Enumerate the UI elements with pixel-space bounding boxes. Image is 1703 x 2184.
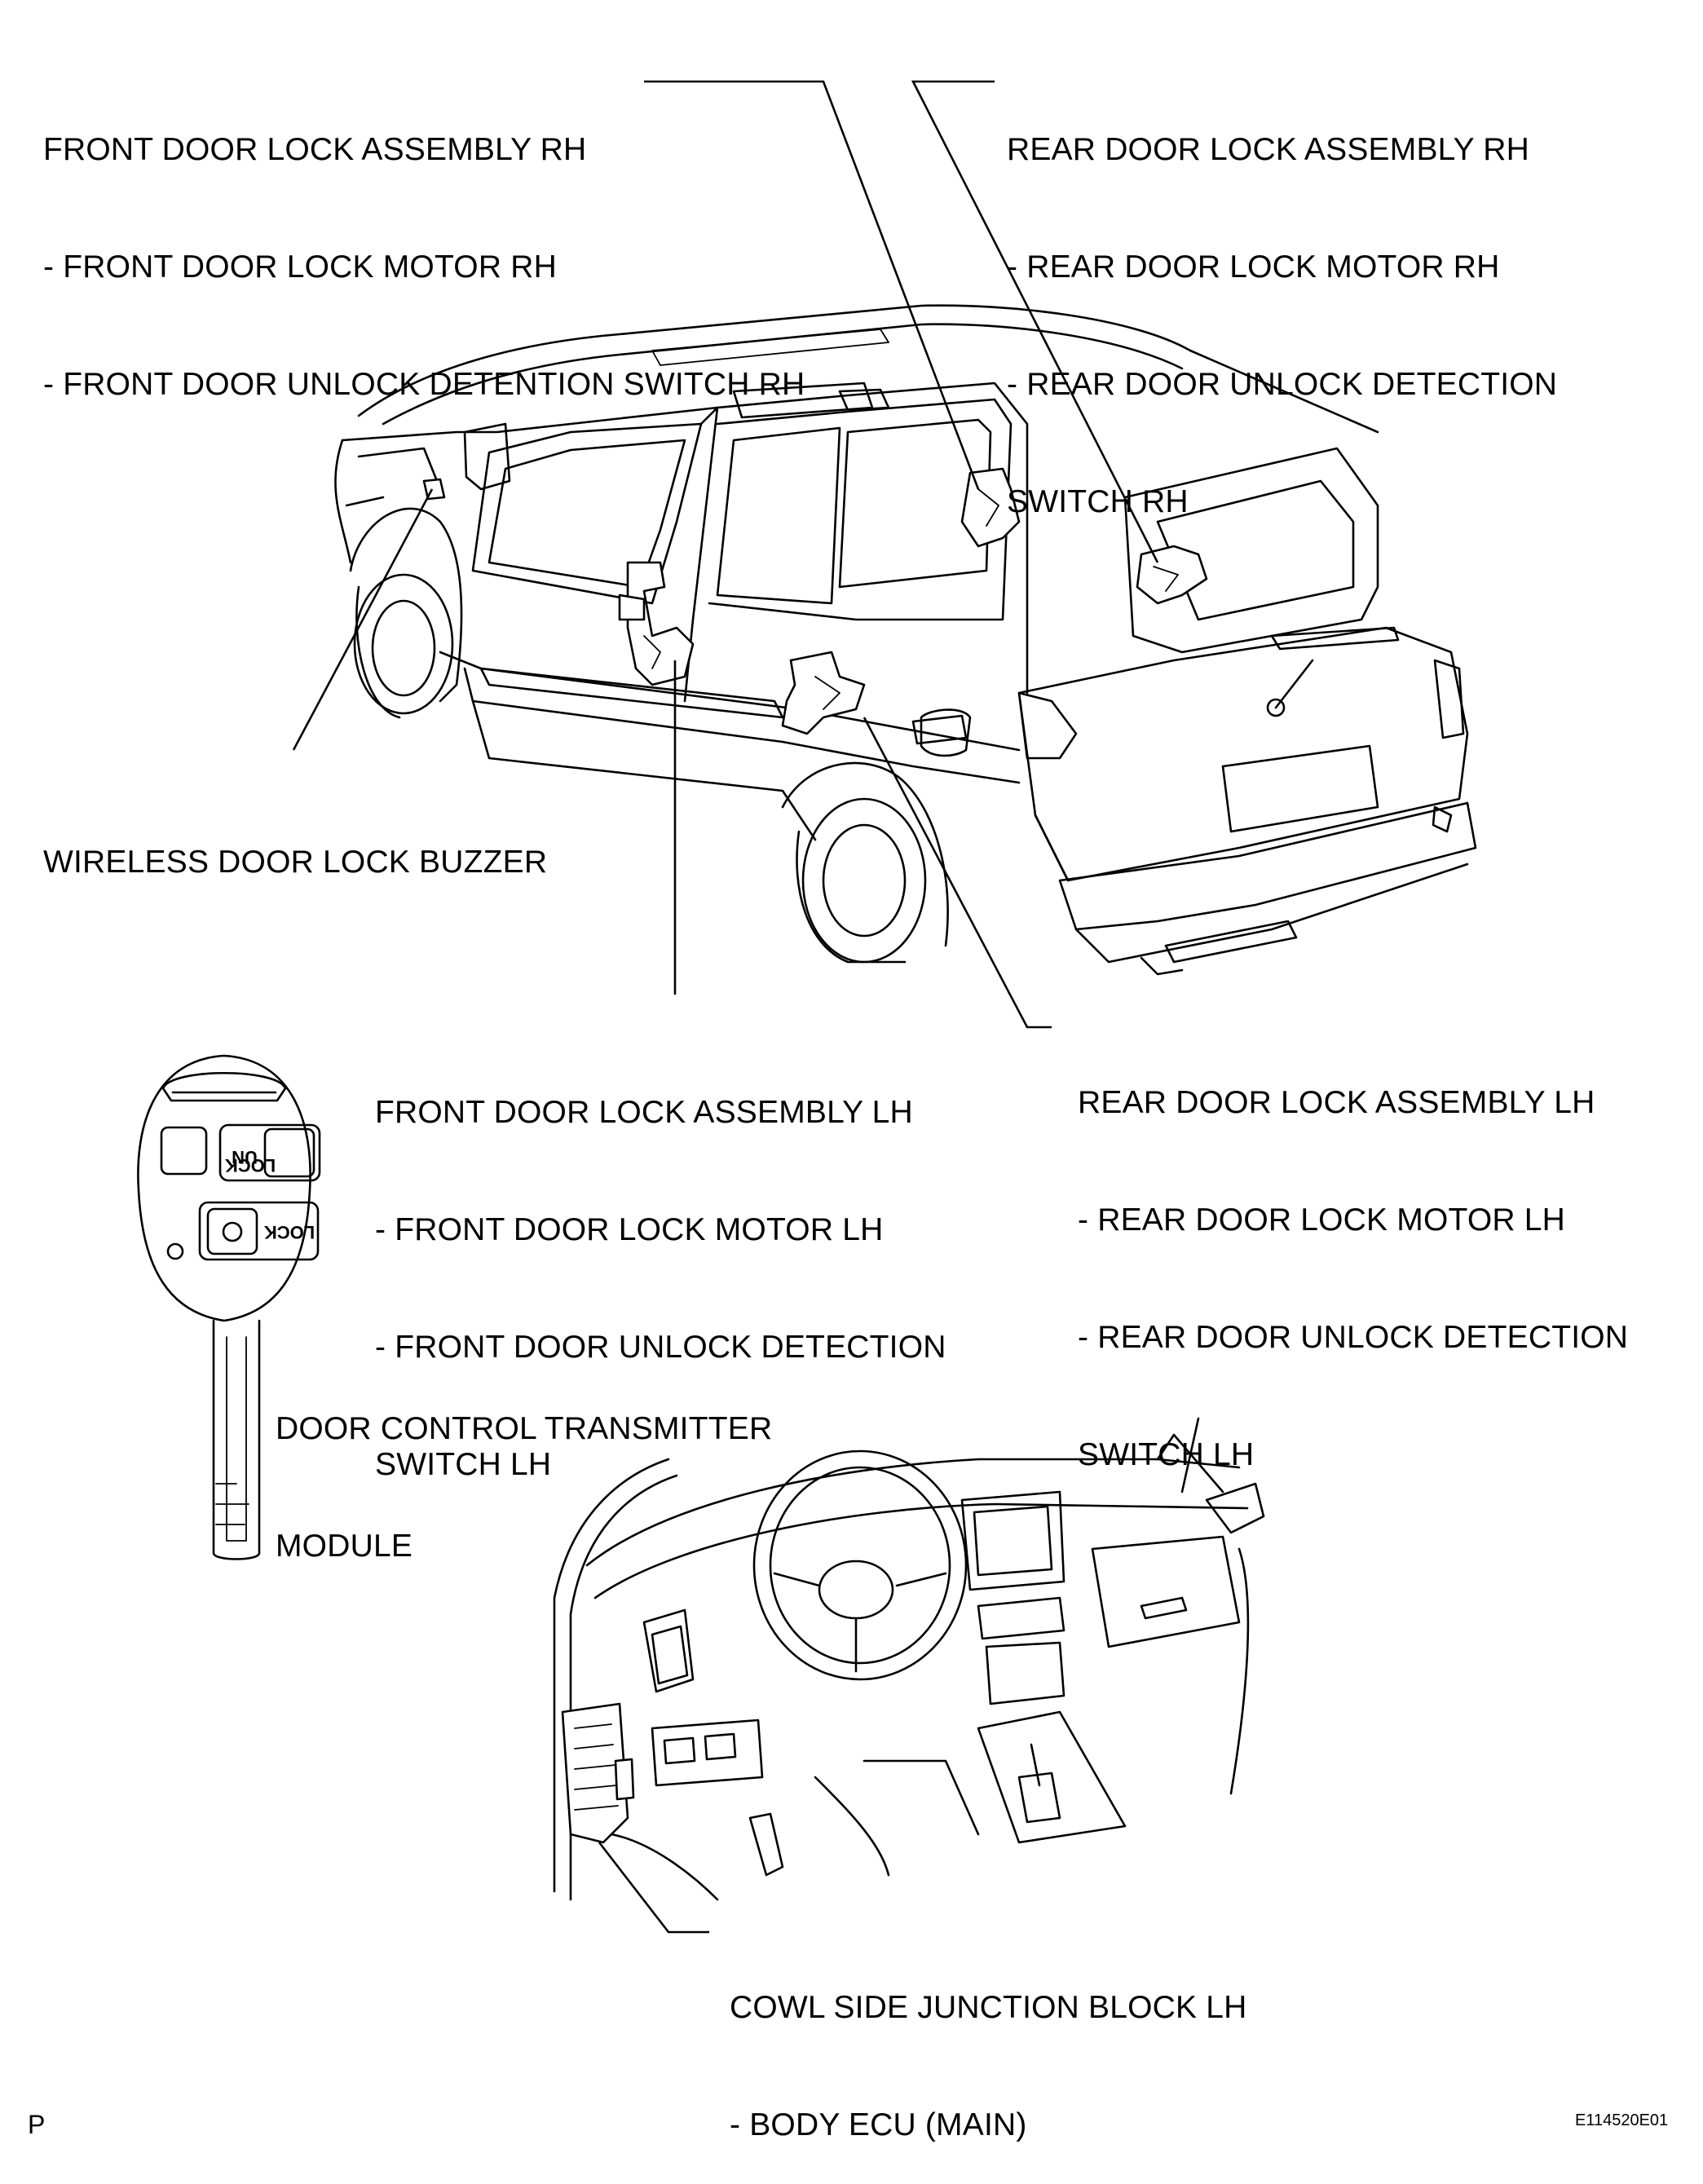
callout-line: - FRONT DOOR UNLOCK DETECTION (375, 1330, 946, 1365)
rear-door-lock-assembly-rh-part (1137, 546, 1207, 603)
callout-line: MODULE (276, 1529, 413, 1564)
callout-line: SWITCH RH (1007, 484, 1189, 519)
callout-line: - REAR DOOR LOCK MOTOR RH (1007, 249, 1500, 285)
label-front-door-lock-assembly-lh: FRONT DOOR LOCK ASSEMBLY LH - FRONT DOOR… (375, 1015, 946, 1524)
leader-front-rh (644, 82, 978, 489)
front-door-lock-assembly-rh-part (962, 469, 1019, 546)
callout-line: - FRONT DOOR LOCK MOTOR LH (375, 1212, 884, 1247)
callout-line: FRONT DOOR LOCK ASSEMBLY RH (43, 132, 587, 167)
vehicle-illustration (335, 306, 1476, 974)
callout-line: REAR DOOR LOCK ASSEMBLY LH (1078, 1085, 1595, 1120)
callout-line: DOOR CONTROL TRANSMITTER (276, 1411, 773, 1446)
label-cowl-side-junction-block-lh: COWL SIDE JUNCTION BLOCK LH - BODY ECU (… (730, 1910, 1247, 2184)
label-rear-door-lock-assembly-rh: REAR DOOR LOCK ASSEMBLY RH - REAR DOOR L… (1007, 52, 1557, 561)
callout-line: COWL SIDE JUNCTION BLOCK LH (730, 1990, 1247, 2025)
callout-line: - FRONT DOOR UNLOCK DETENTION SWITCH RH (43, 367, 805, 402)
leader-lines (293, 82, 1158, 1932)
callout-line: - FRONT DOOR LOCK MOTOR RH (43, 249, 557, 285)
callout-line: - BODY ECU (MAIN) (730, 2107, 1027, 2142)
unlock-button-label: LOCK (225, 1155, 276, 1176)
callout-line: SWITCH LH (1078, 1437, 1255, 1472)
dashboard-illustration (554, 1418, 1264, 1899)
callout-line: - REAR DOOR UNLOCK DETECTION (1078, 1320, 1629, 1355)
callout-line: WIRELESS DOOR LOCK BUZZER (43, 845, 548, 880)
callout-line: FRONT DOOR LOCK ASSEMBLY LH (375, 1095, 913, 1130)
footer-left-code: P (28, 2110, 46, 2139)
leader-buzzer (293, 489, 432, 750)
callout-line: - REAR DOOR LOCK MOTOR LH (1078, 1202, 1566, 1238)
label-front-door-lock-assembly-rh: FRONT DOOR LOCK ASSEMBLY RH - FRONT DOOR… (43, 52, 805, 443)
label-door-control-transmitter-module: DOOR CONTROL TRANSMITTER MODULE (276, 1331, 772, 1605)
rear-door-lock-assembly-lh-part (783, 652, 864, 734)
footer-figure-id: E114520E01 (1575, 2111, 1669, 2129)
front-door-lock-assembly-lh-part (620, 563, 693, 685)
callout-line: REAR DOOR LOCK ASSEMBLY RH (1007, 132, 1529, 167)
wireless-door-lock-buzzer-part (424, 479, 444, 499)
callout-line: - REAR DOOR UNLOCK DETECTION (1007, 367, 1558, 402)
leader-rear-lh (864, 717, 1052, 1027)
transmitter-key: LOCK UN LOCK (138, 1056, 320, 1560)
lock-button-label: LOCK (264, 1222, 315, 1242)
label-wireless-door-lock-buzzer: WIRELESS DOOR LOCK BUZZER (43, 765, 547, 921)
callout-line: SWITCH LH (375, 1447, 552, 1482)
svg-text:UN: UN (232, 1147, 258, 1167)
label-rear-door-lock-assembly-lh: REAR DOOR LOCK ASSEMBLY LH - REAR DOOR L… (1078, 1005, 1628, 1514)
leader-rear-rh (913, 82, 1158, 563)
cowl-side-junction-block-part (563, 1704, 633, 1842)
leader-cowl (599, 1842, 709, 1932)
